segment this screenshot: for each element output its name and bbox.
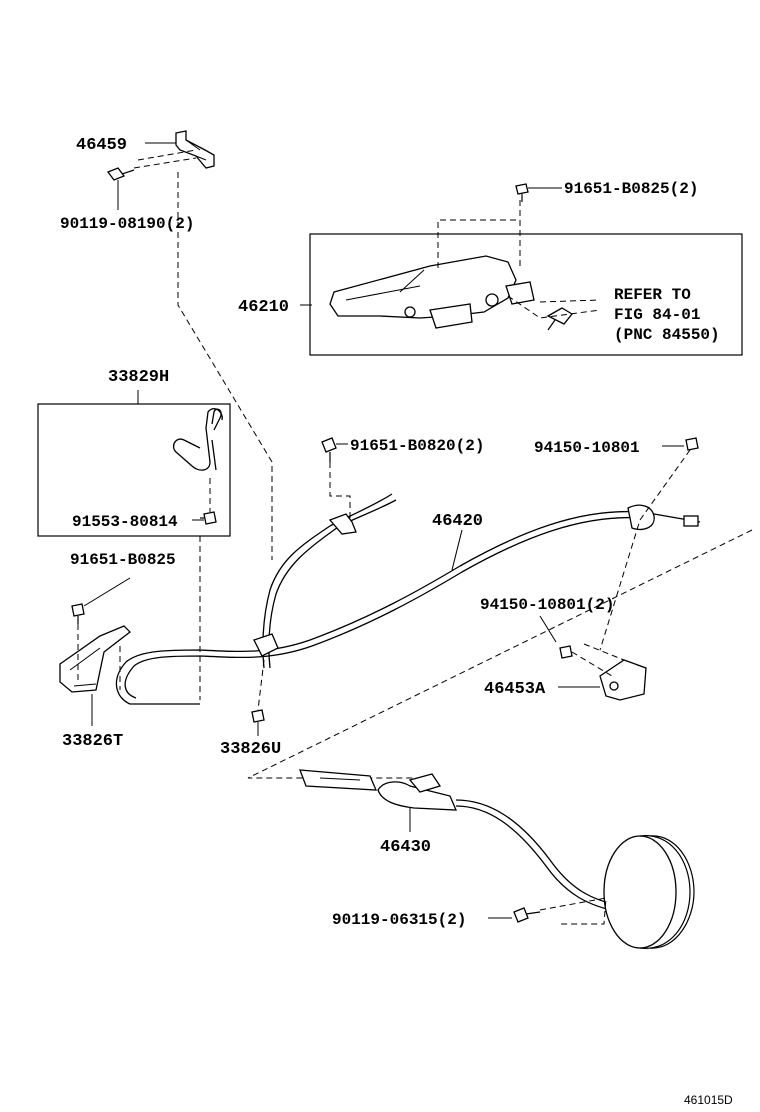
label-46453A: 46453A (484, 680, 546, 699)
clip-33829H (172, 408, 223, 471)
label-46420: 46420 (432, 512, 483, 531)
bracket-46459 (175, 130, 215, 169)
nut-94150-10801-2 (559, 645, 573, 659)
refer-to-line1: REFER TO (614, 286, 691, 304)
label-94150-10801: 94150-10801 (534, 439, 640, 457)
label-33826T: 33826T (62, 732, 123, 751)
label-46210: 46210 (238, 298, 289, 317)
bolt-90119-06315 (513, 907, 541, 923)
nut-94150-10801 (685, 437, 699, 451)
bolt-90119-08190 (106, 167, 135, 181)
label-94150-10801-2: 94150-10801(2) (480, 596, 614, 614)
label-91553-80814: 91553-80814 (72, 513, 178, 531)
label-91651-B0820: 91651-B0820(2) (350, 437, 484, 455)
cable-46420 (115, 493, 701, 705)
label-90119-08190: 90119-08190(2) (60, 215, 194, 233)
label-46430: 46430 (380, 838, 431, 857)
refer-to-line3: (PNC 84550) (614, 326, 720, 344)
lever-assembly-box (309, 233, 743, 356)
bolt-91651-B0825 (71, 603, 85, 624)
label-33826U: 33826U (220, 740, 281, 759)
brake-drum (603, 835, 695, 949)
label-90119-06315: 90119-06315(2) (332, 911, 466, 929)
label-46459: 46459 (76, 136, 127, 155)
bracket-46453A (599, 659, 647, 701)
refer-to-line2: FIG 84-01 (614, 306, 700, 324)
lever-46210 (329, 255, 573, 331)
label-33829H: 33829H (108, 368, 169, 387)
bolt-91651-B0825-top (515, 183, 529, 202)
figure-id: 461015D (684, 1093, 733, 1107)
clip-33826U (251, 709, 265, 723)
label-91651-B0825: 91651-B0825 (70, 551, 176, 569)
label-91651-B0825-2: 91651-B0825(2) (564, 180, 698, 198)
bolt-91553-80814 (200, 511, 217, 525)
bolt-91651-B0820 (321, 437, 337, 462)
clip-33829H-box (37, 403, 231, 537)
